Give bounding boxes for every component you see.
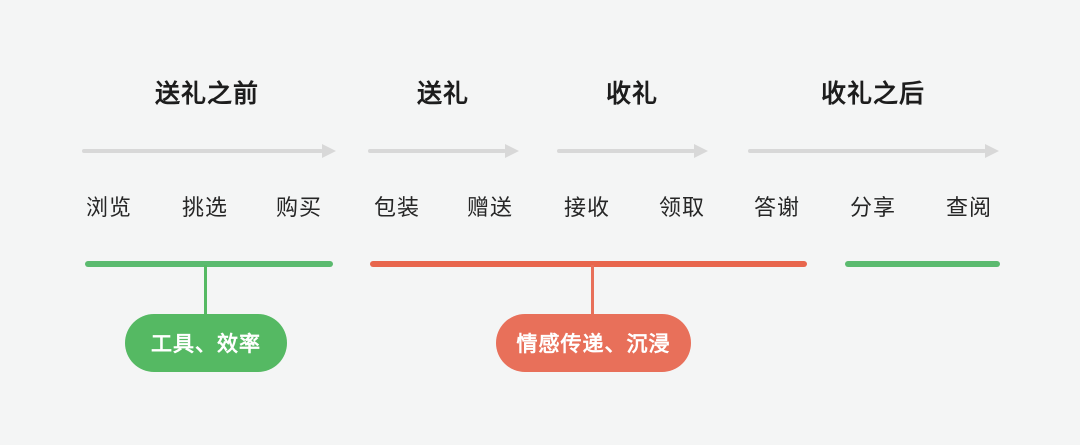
phase-title-1: 送礼 [293,76,593,112]
arrow-shaft [82,149,323,153]
phase-arrow-2 [557,144,708,158]
step-label-0: 浏览 [85,195,132,220]
phase-arrow-1 [368,144,519,158]
group-bar-2 [845,261,1000,267]
step-label-7: 答谢 [753,195,800,220]
phase-arrow-0 [82,144,336,158]
arrow-head-icon [694,144,708,158]
arrow-shaft [748,149,986,153]
step-label-1: 挑选 [181,195,228,220]
step-label-5: 接收 [563,195,610,220]
arrow-shaft [368,149,506,153]
pill-tools-efficiency[interactable]: 工具、效率 [125,314,287,372]
arrow-head-icon [322,144,336,158]
pill-label: 情感传递、沉浸 [516,333,671,356]
step-label-6: 领取 [658,195,705,220]
step-label-8: 分享 [849,195,896,220]
phase-title-text: 收礼 [605,80,658,108]
phase-title-2: 收礼 [482,76,782,112]
pill-stem-0 [204,265,207,315]
group-bar-1 [370,261,807,267]
phase-title-0: 送礼之前 [57,76,357,112]
step-label-9: 查阅 [945,195,992,220]
arrow-head-icon [505,144,519,158]
arrow-head-icon [985,144,999,158]
arrow-shaft [557,149,695,153]
step-label-3: 包装 [373,195,420,220]
step-label-2: 购买 [275,195,322,220]
pill-stem-1 [591,265,594,315]
pill-emotion-immersion[interactable]: 情感传递、沉浸 [496,314,691,372]
group-bar-0 [85,261,333,267]
phase-title-text: 收礼之后 [820,80,925,108]
phase-title-text: 送礼 [416,80,469,108]
pill-label: 工具、效率 [151,333,261,356]
step-label-4: 赠送 [466,195,513,220]
phase-arrow-3 [748,144,999,158]
phase-title-3: 收礼之后 [723,76,1023,112]
phase-title-text: 送礼之前 [154,80,259,108]
